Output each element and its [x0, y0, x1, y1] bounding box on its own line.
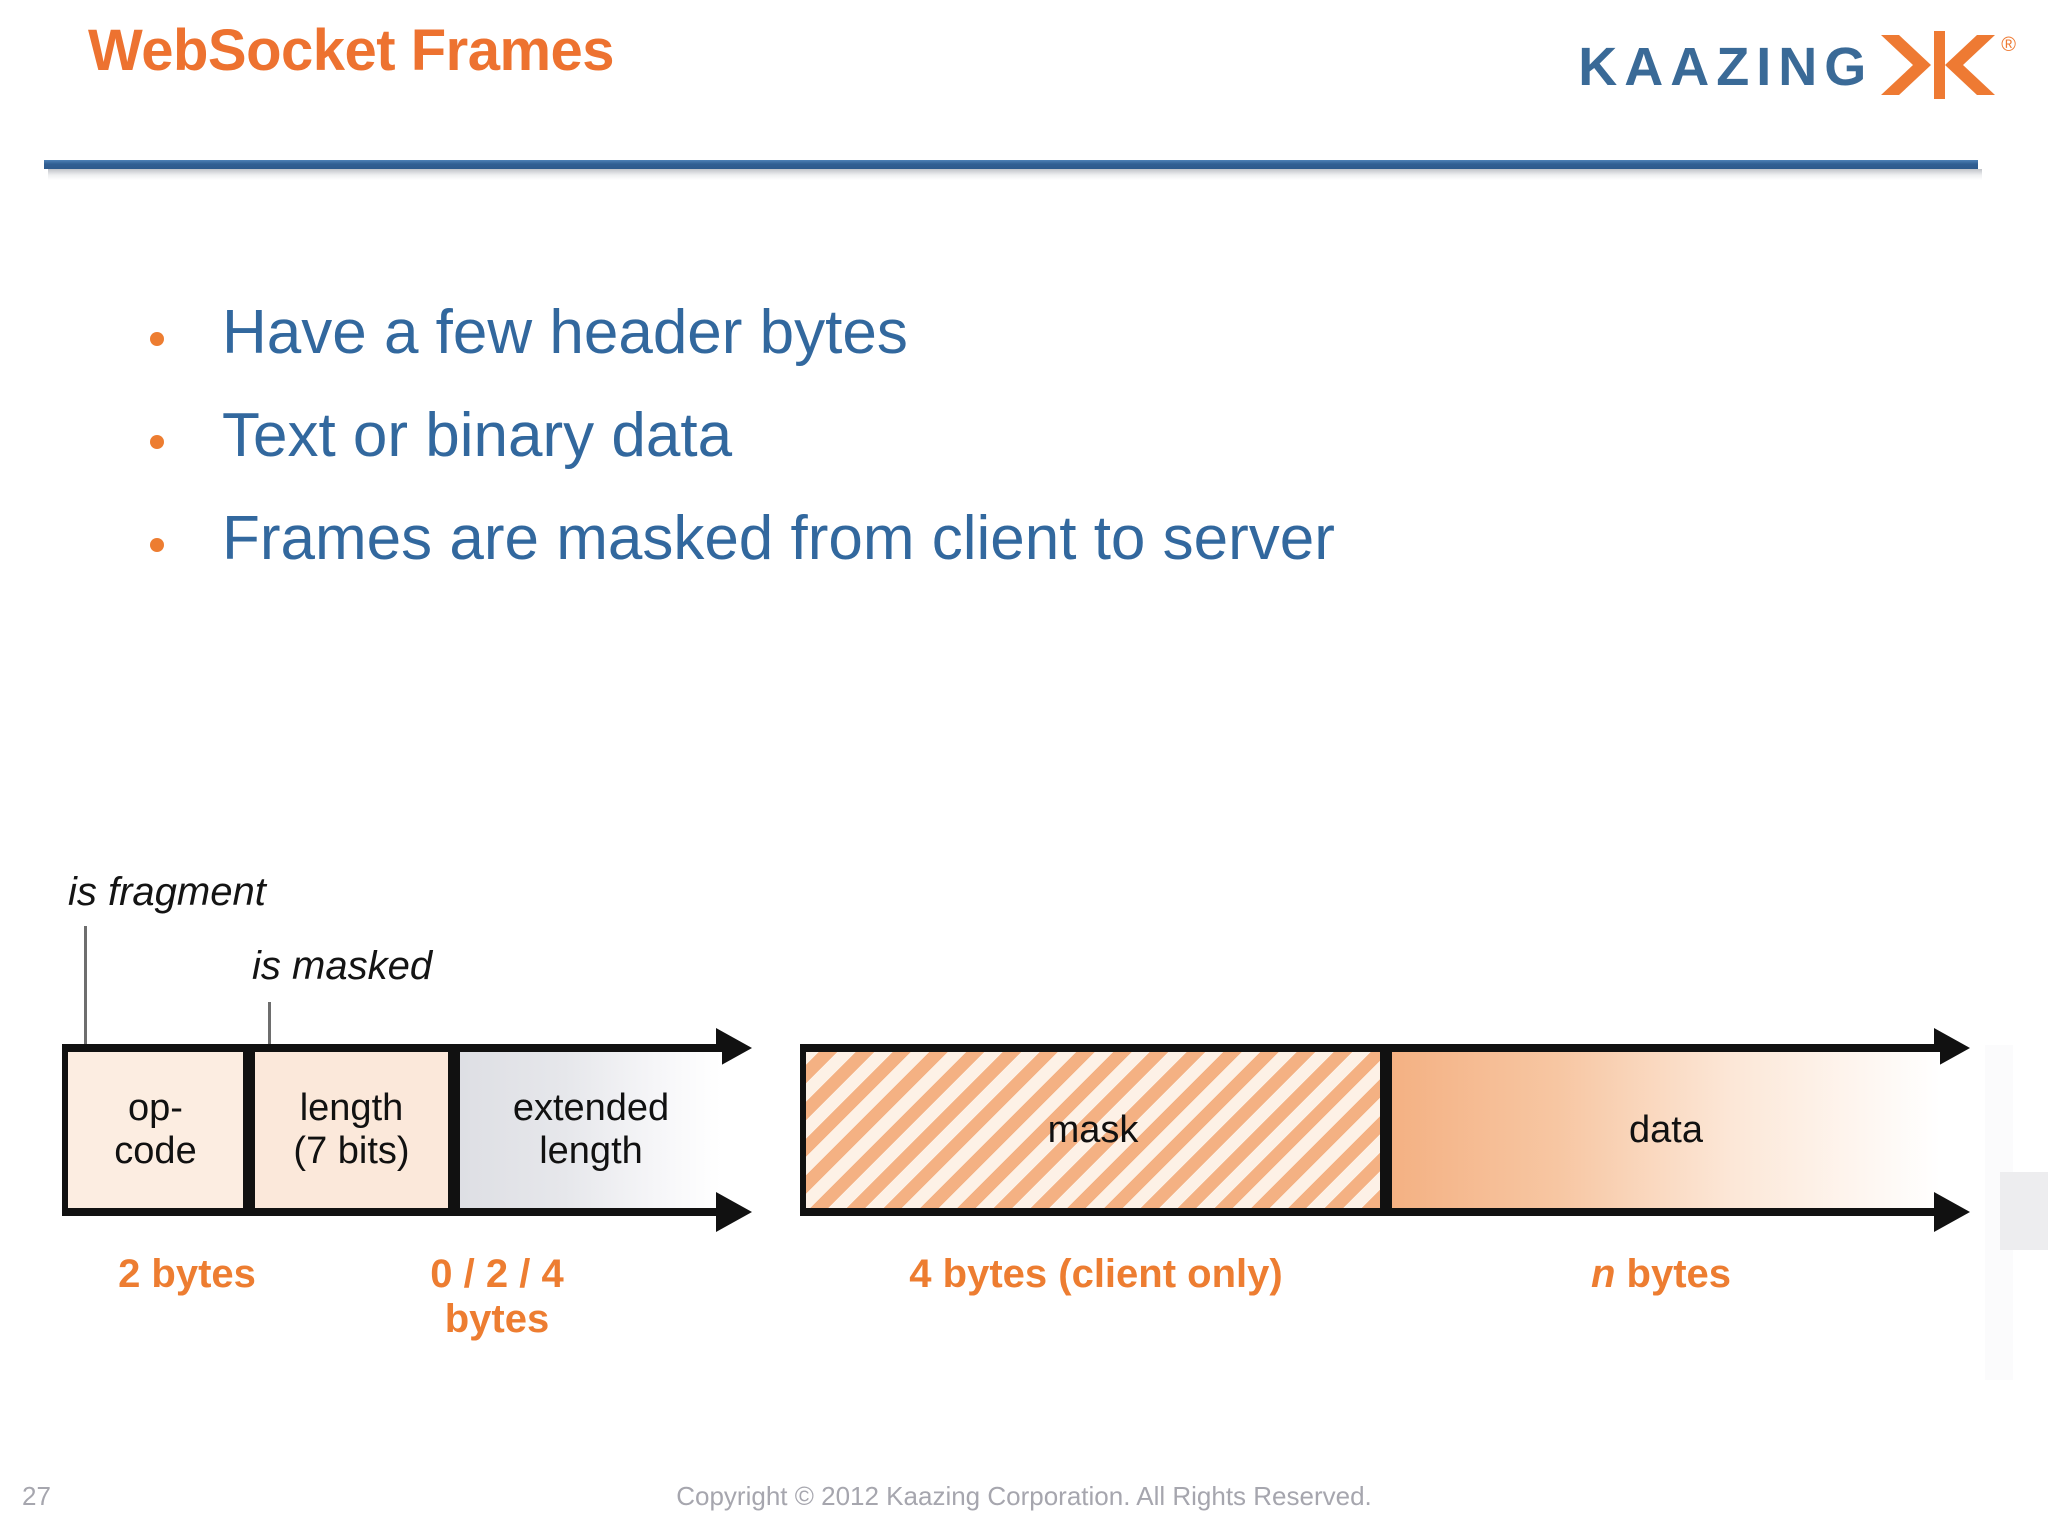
size-label-data: n bytes	[1386, 1252, 1936, 1297]
bullet-text: Have a few header bytes	[222, 298, 908, 367]
callout-is-masked: is masked	[252, 944, 433, 988]
kaazing-chevron-mark-icon	[1879, 29, 1999, 106]
size-label-extended-length: 0 / 2 / 4 bytes	[430, 1252, 564, 1341]
websocket-frame-diagram: is fragment is masked op- code length (7…	[0, 860, 2048, 1420]
header-arrow-top-icon	[716, 1028, 752, 1068]
list-item: Have a few header bytes	[150, 298, 1930, 367]
payload-arrow-top-icon	[1934, 1028, 1970, 1068]
leader-line-is-fragment	[84, 926, 87, 1050]
kaazing-logo: KAAZING ®	[1578, 30, 2016, 104]
frame-field-opcode-label: op- code	[114, 1087, 197, 1172]
header-rail-bottom	[62, 1208, 722, 1216]
bullet-dot-icon	[150, 434, 164, 449]
bullet-text: Frames are masked from client to server	[222, 503, 1335, 573]
payload-rail-bottom	[800, 1208, 1940, 1216]
list-item: Text or binary data	[150, 400, 1930, 470]
copyright-notice: Copyright © 2012 Kaazing Corporation. Al…	[676, 1481, 1372, 1511]
page-title: WebSocket Frames	[88, 18, 615, 83]
frame-field-data-label: data	[1629, 1108, 1703, 1151]
frame-field-extended-length-label: extended length	[512, 1087, 670, 1172]
frame-field-mask: mask	[800, 1052, 1386, 1208]
bullet-list: Have a few header bytes Text or binary d…	[150, 298, 1930, 609]
page-number: 27	[22, 1481, 51, 1511]
size-label-data-text: n bytes	[1590, 1252, 1732, 1296]
bullet-text: Text or binary data	[222, 400, 733, 470]
bullet-dot-icon	[150, 332, 164, 346]
payload-rail-top	[800, 1044, 1940, 1052]
header-rail-top	[62, 1044, 722, 1052]
logo-wordmark: KAAZING	[1578, 37, 1874, 97]
payload-arrow-bottom-icon	[1934, 1192, 1970, 1232]
frame-field-opcode: op- code	[62, 1052, 249, 1208]
header-divider	[44, 160, 1978, 169]
edge-artifact-gray	[2000, 1172, 2048, 1250]
frame-field-length-label: length (7 bits)	[293, 1087, 410, 1172]
callout-is-fragment: is fragment	[68, 870, 266, 914]
header-divider-shadow	[48, 169, 1982, 180]
frame-field-extended-length: extended length	[454, 1052, 722, 1208]
registered-trademark-icon: ®	[2001, 34, 2016, 56]
size-label-mask: 4 bytes (client only)	[909, 1252, 1283, 1296]
frame-field-mask-label: mask	[1047, 1108, 1139, 1151]
size-label-header: 2 bytes	[118, 1252, 256, 1296]
header-arrow-bottom-icon	[716, 1192, 752, 1232]
frame-field-length: length (7 bits)	[249, 1052, 454, 1208]
bullet-dot-icon	[150, 537, 164, 552]
list-item: Frames are masked from client to server	[150, 503, 1930, 573]
leader-line-is-masked	[268, 1002, 271, 1050]
frame-field-data: data	[1386, 1052, 1940, 1208]
